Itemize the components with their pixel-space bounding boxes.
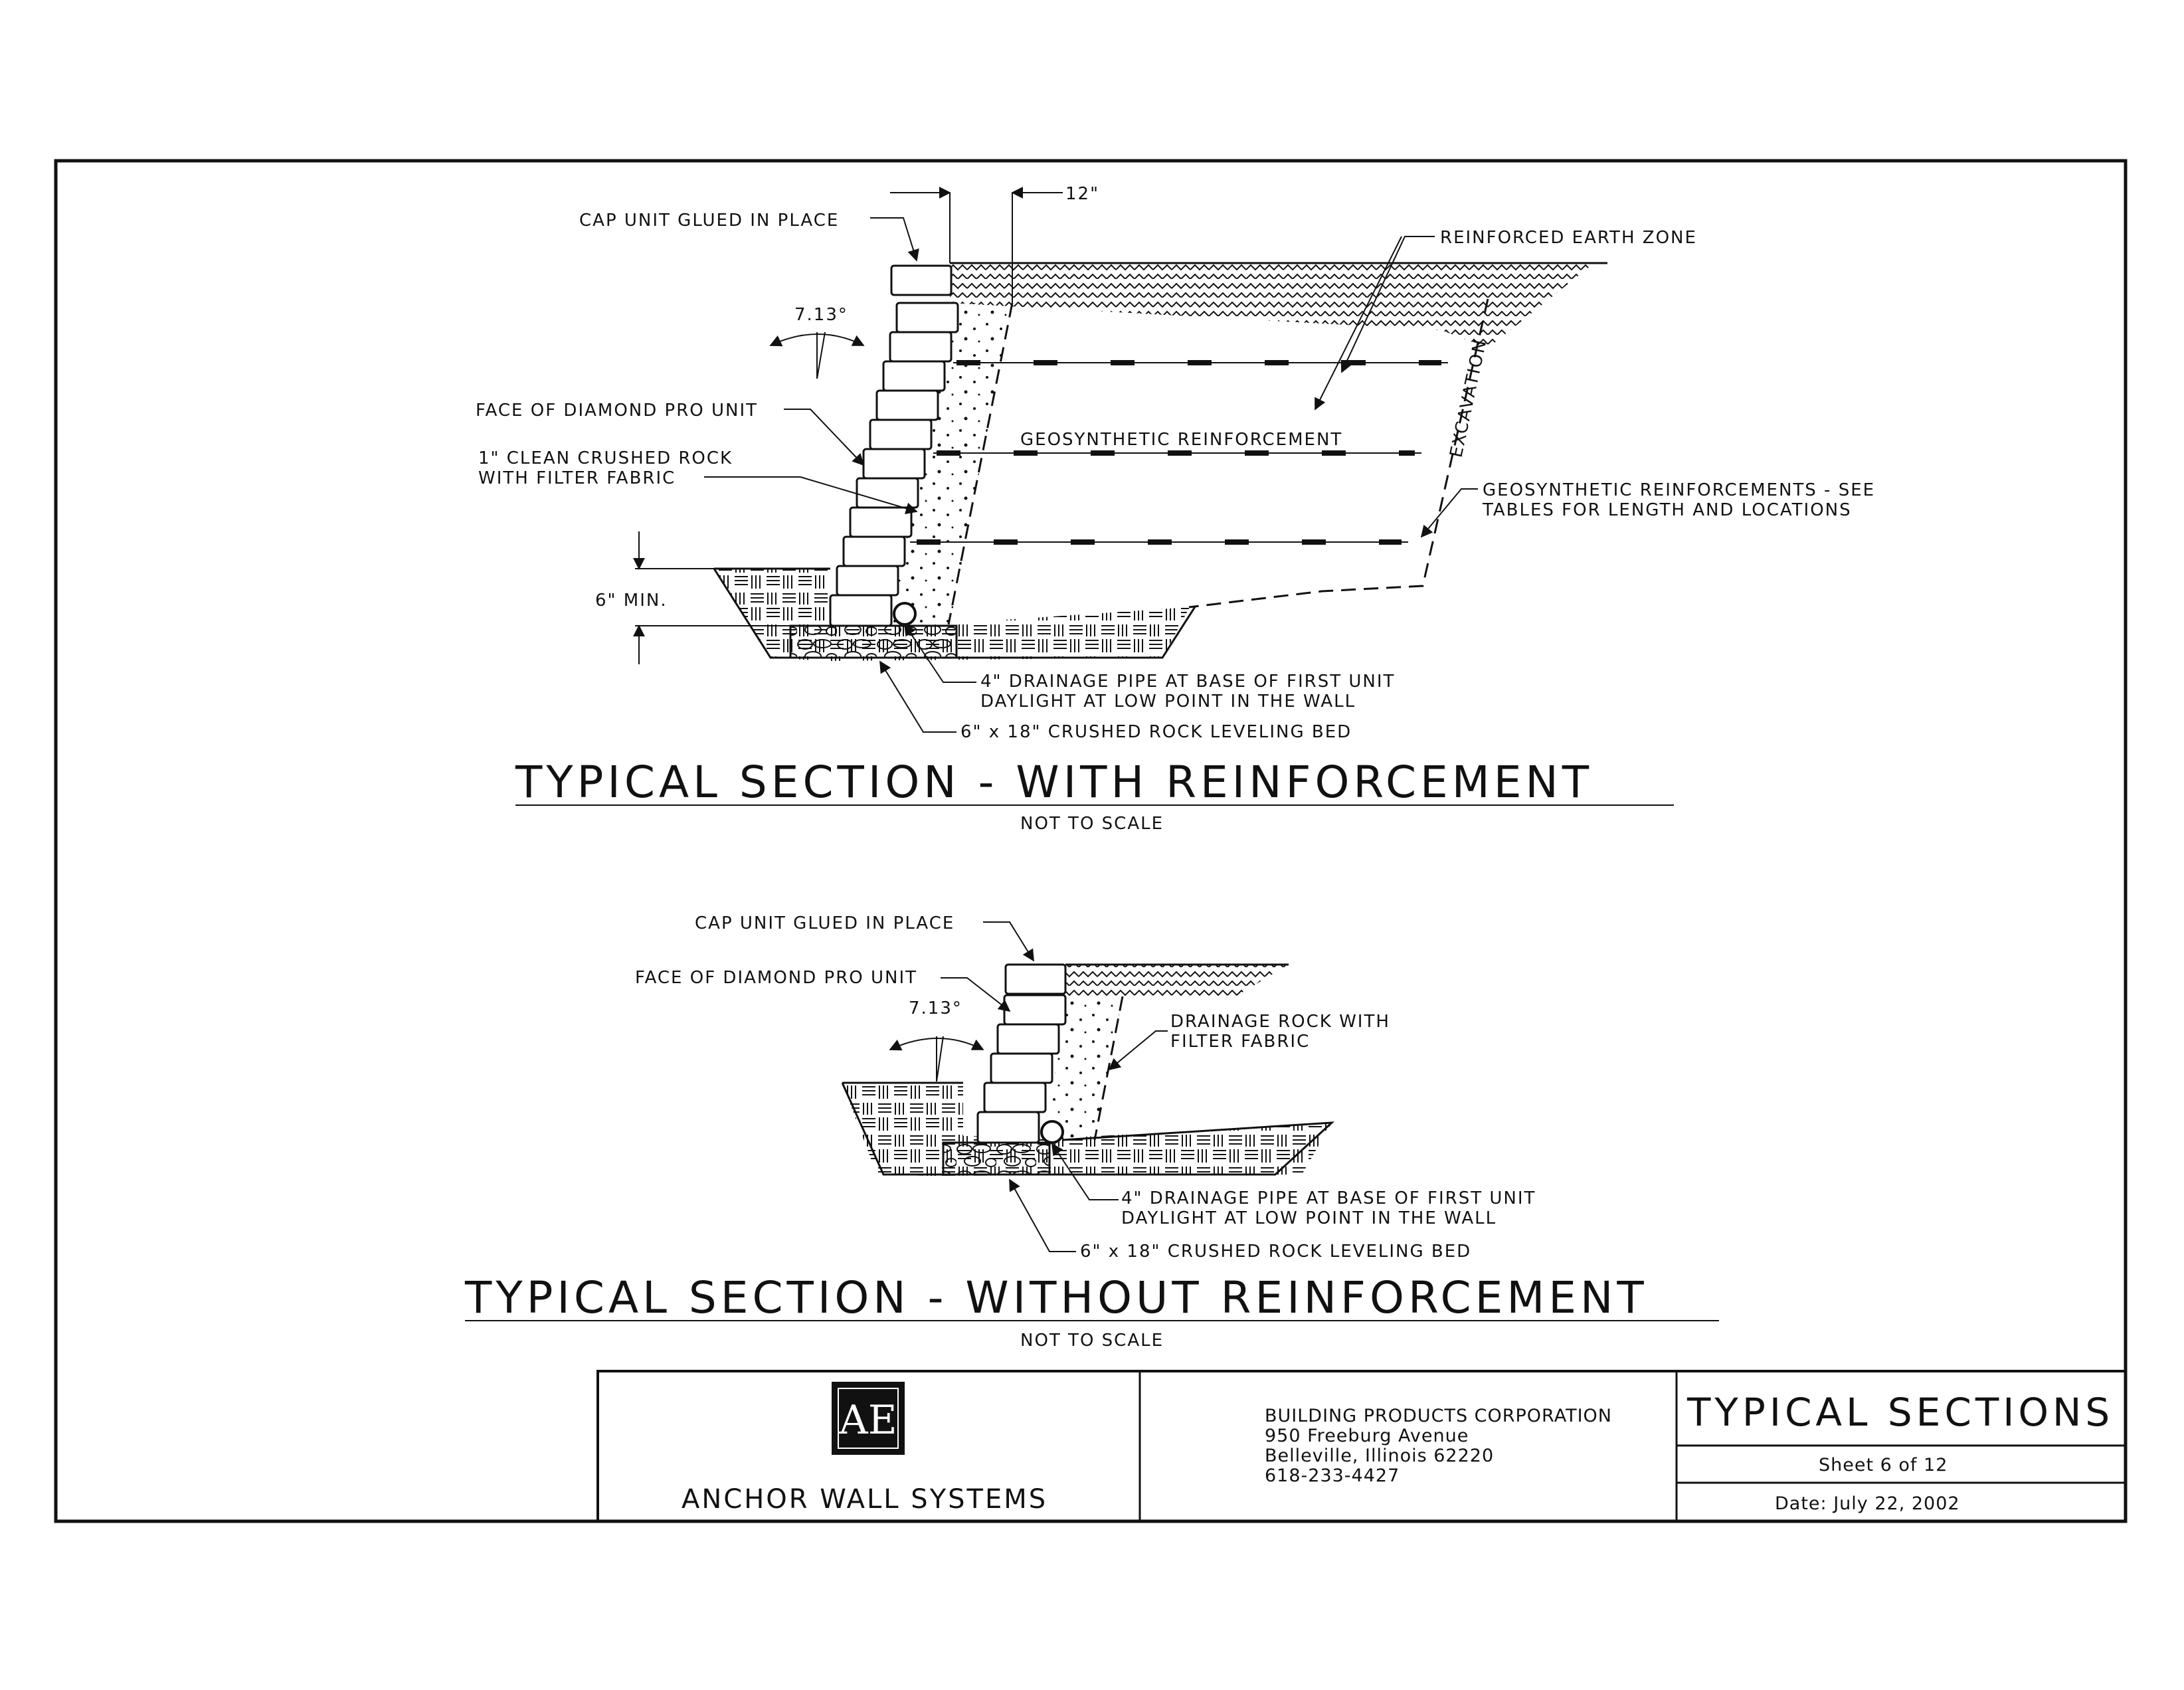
label-angle: 7.13° <box>794 305 848 325</box>
section-with-reinforcement: CAP UNIT GLUED IN PLACE 12" REINFORCED E… <box>476 184 1875 834</box>
retained-soil-2 <box>1065 965 1289 996</box>
label-geo-reinf: GEOSYNTHETIC REINFORCEMENT <box>1020 430 1342 450</box>
leveling-bed-2 <box>942 1141 1051 1176</box>
retained-soil <box>950 263 1594 348</box>
address-line-2: 950 Freeburg Avenue <box>1265 1426 1469 1446</box>
label2-angle: 7.13° <box>909 998 962 1018</box>
label-min-depth: 6" MIN. <box>595 591 668 610</box>
leveling-bed <box>789 624 958 659</box>
drainage-pipe <box>893 602 917 626</box>
label-pipe-1: 4" DRAINAGE PIPE AT BASE OF FIRST UNIT <box>980 672 1395 692</box>
drainage-rock-2 <box>1049 996 1123 1137</box>
section-without-reinforcement: CAP UNIT GLUED IN PLACE FACE OF DIAMOND … <box>464 913 1719 1351</box>
label-face-unit: FACE OF DIAMOND PRO UNIT <box>476 401 758 421</box>
company-name: ANCHOR WALL SYSTEMS <box>682 1484 1047 1515</box>
label-reinforced-zone: REINFORCED EARTH ZONE <box>1440 228 1697 248</box>
label2-drain-rock-1: DRAINAGE ROCK WITH <box>1170 1012 1390 1032</box>
label-pipe-2: DAYLIGHT AT LOW POINT IN THE WALL <box>980 692 1356 711</box>
label-geo-reinfs-1: GEOSYNTHETIC REINFORCEMENTS - SEE <box>1483 480 1875 500</box>
label2-cap-unit: CAP UNIT GLUED IN PLACE <box>695 913 955 933</box>
label2-pipe-1: 4" DRAINAGE PIPE AT BASE OF FIRST UNIT <box>1121 1188 1536 1208</box>
sheet-number: Sheet 6 of 12 <box>1819 1455 1948 1475</box>
sheet-title: TYPICAL SECTIONS <box>1686 1390 2114 1435</box>
title-block: AE ANCHOR WALL SYSTEMS BUILDING PRODUCTS… <box>596 1370 2127 1523</box>
label-leveling-bed: 6" x 18" CRUSHED ROCK LEVELING BED <box>960 722 1352 742</box>
sheet-date: Date: July 22, 2002 <box>1775 1493 1960 1514</box>
wall-units-2 <box>976 963 1067 1144</box>
anchor-logo: AE <box>832 1382 905 1455</box>
wall-units <box>829 264 959 627</box>
address-line-1: BUILDING PRODUCTS CORPORATION <box>1265 1406 1612 1426</box>
label2-face-unit: FACE OF DIAMOND PRO UNIT <box>635 968 917 988</box>
address-line-3: Belleville, Illinois 62220 <box>1265 1446 1494 1466</box>
section1-scale-note: NOT TO SCALE <box>1020 814 1164 834</box>
label2-drain-rock-2: FILTER FABRIC <box>1170 1032 1310 1052</box>
address-line-4: 618-233-4427 <box>1265 1465 1400 1486</box>
label-excavation: EXCAVATION <box>1447 337 1491 459</box>
label-crushed-rock-1: 1" CLEAN CRUSHED ROCK <box>478 448 733 468</box>
section2-scale-note: NOT TO SCALE <box>1020 1331 1164 1351</box>
label-cap-unit: CAP UNIT GLUED IN PLACE <box>579 211 839 231</box>
label2-pipe-2: DAYLIGHT AT LOW POINT IN THE WALL <box>1121 1208 1497 1228</box>
label-crushed-rock-2: WITH FILTER FABRIC <box>478 468 676 488</box>
section2-title: TYPICAL SECTION - WITHOUT REINFORCEMENT <box>464 1272 1648 1323</box>
label-dim-12: 12" <box>1065 184 1099 204</box>
label-geo-reinfs-2: TABLES FOR LENGTH AND LOCATIONS <box>1482 500 1852 520</box>
logo-letters: AE <box>838 1397 897 1444</box>
section1-title: TYPICAL SECTION - WITH REINFORCEMENT <box>515 757 1593 808</box>
label2-leveling-bed: 6" x 18" CRUSHED ROCK LEVELING BED <box>1080 1242 1471 1262</box>
drainage-pipe-2 <box>1040 1120 1064 1144</box>
geogrid-layers <box>910 360 1448 545</box>
